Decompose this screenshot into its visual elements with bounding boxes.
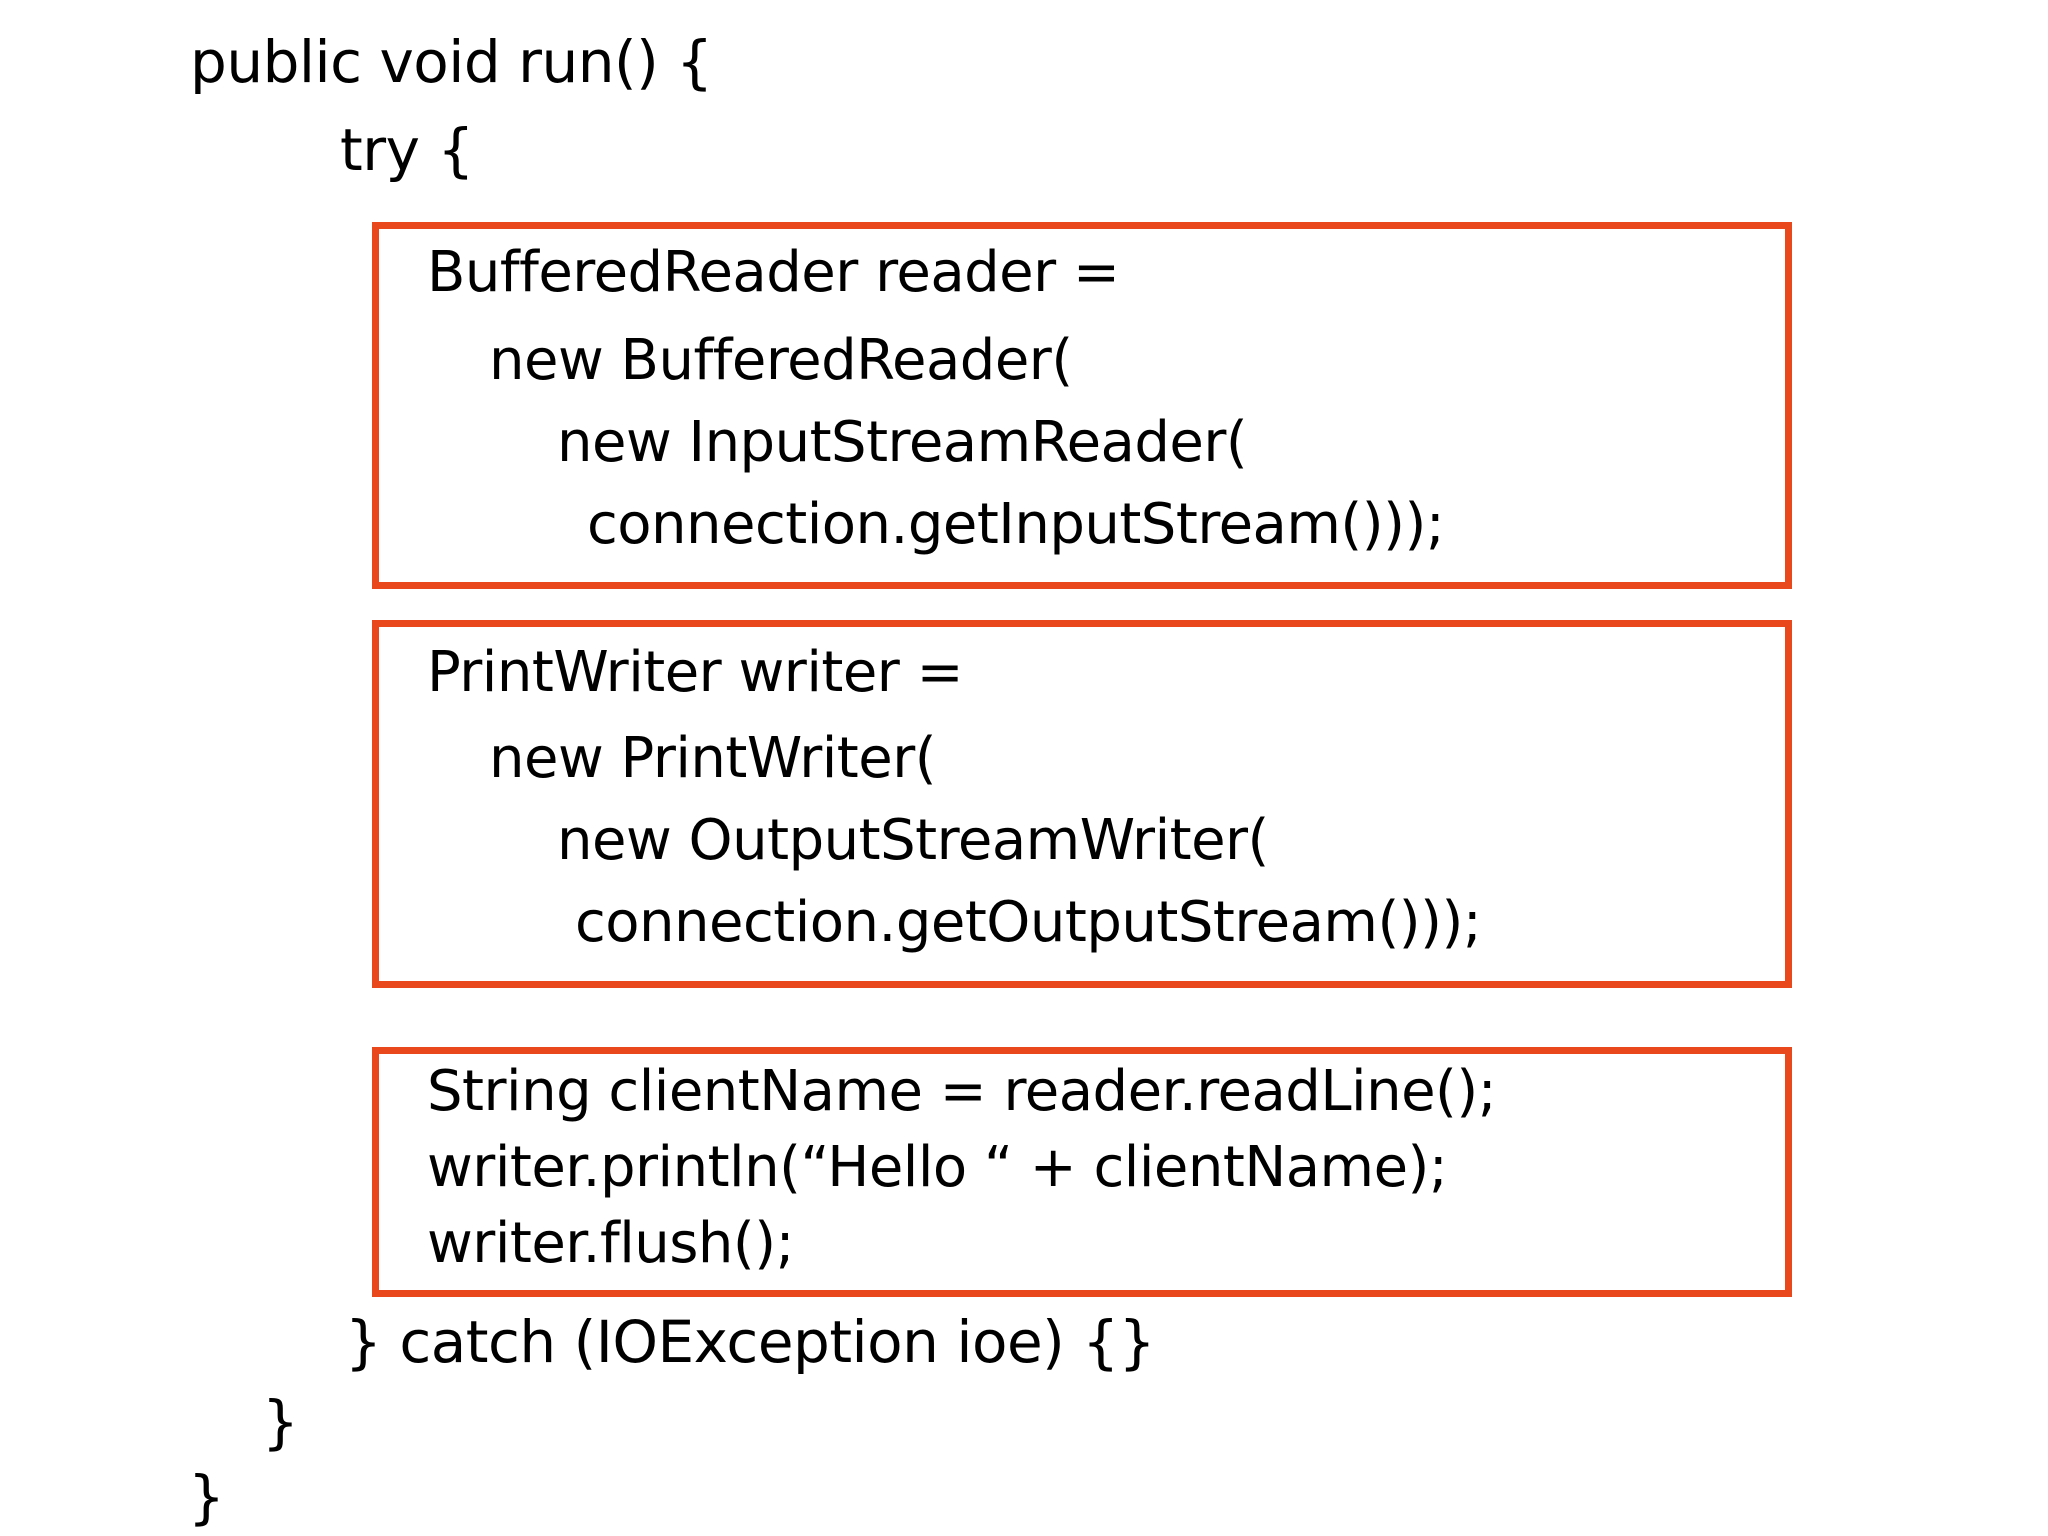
code-line-closing-brace-method: } bbox=[262, 1388, 299, 1456]
code-line-try-open: try { bbox=[340, 116, 474, 184]
code-line-public-run: public void run() { bbox=[190, 28, 713, 96]
code-line-new-printwriter: new PrintWriter( bbox=[489, 726, 937, 791]
code-line-reader-decl: BufferedReader reader = bbox=[427, 240, 1120, 305]
highlight-box-writer-block: PrintWriter writer = new PrintWriter( ne… bbox=[372, 620, 1792, 988]
code-line-writer-flush: writer.flush(); bbox=[427, 1211, 794, 1276]
code-line-writer-decl: PrintWriter writer = bbox=[427, 640, 964, 705]
code-line-closing-brace-outer: } bbox=[188, 1463, 225, 1531]
code-line-read-client-name: String clientName = reader.readLine(); bbox=[427, 1059, 1497, 1124]
highlight-box-reader-block: BufferedReader reader = new BufferedRead… bbox=[372, 222, 1792, 589]
code-line-get-input-stream: connection.getInputStream())); bbox=[587, 492, 1445, 557]
code-line-get-output-stream: connection.getOutputStream())); bbox=[575, 890, 1482, 955]
code-line-new-inputstreamreader: new InputStreamReader( bbox=[557, 410, 1248, 475]
code-line-catch-ioexception: } catch (IOException ioe) {} bbox=[345, 1308, 1156, 1376]
code-line-println-hello: writer.println(“Hello “ + clientName); bbox=[427, 1135, 1448, 1200]
highlight-box-io-block: String clientName = reader.readLine(); w… bbox=[372, 1047, 1792, 1297]
code-line-new-bufferedreader: new BufferedReader( bbox=[489, 328, 1073, 393]
code-line-new-outputstreamwriter: new OutputStreamWriter( bbox=[557, 808, 1269, 873]
